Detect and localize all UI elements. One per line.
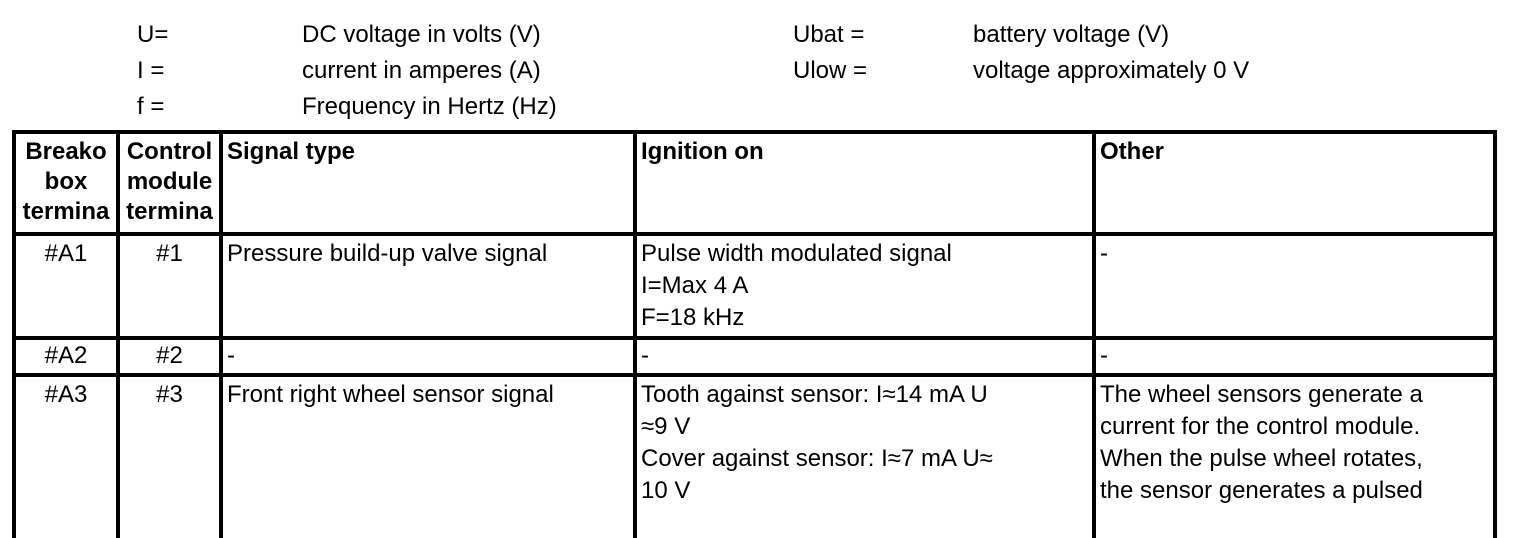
cell-signal-type: Pressure build-up valve signal xyxy=(227,240,548,267)
header-control-module-terminal: Control module termina xyxy=(120,137,219,232)
header-ignition-on: Ignition on xyxy=(641,138,764,165)
legend-meaning-ubat: battery voltage (V) xyxy=(973,21,1170,48)
cell-line: Pulse width modulated signal xyxy=(641,240,952,267)
cell-control-terminal: #2 xyxy=(156,342,183,369)
cell-line: current for the control module. xyxy=(1100,413,1421,440)
column-divider xyxy=(1092,130,1096,538)
table-border-left xyxy=(12,130,16,538)
cell-line: - xyxy=(1100,342,1108,369)
header-text: module xyxy=(126,168,213,195)
cell-other: - xyxy=(1096,238,1493,270)
row-divider xyxy=(12,232,1497,236)
legend-symbol-f: f = xyxy=(137,93,165,120)
cell-line: Cover against sensor: I≈7 mA U≈ xyxy=(641,445,993,472)
terminal-table: Breako box termina Control module termin… xyxy=(12,130,1497,538)
cell-ignition-on: Tooth against sensor: I≈14 mA U ≈9 V Cov… xyxy=(637,379,1092,507)
header-text: termina xyxy=(126,198,213,225)
header-text: termina xyxy=(22,198,110,225)
cell-line: 10 V xyxy=(641,477,691,504)
cell-line: - xyxy=(641,342,649,369)
row-divider xyxy=(12,336,1497,340)
cell-line: the sensor generates a pulsed xyxy=(1100,477,1423,504)
cell-control-terminal: #3 xyxy=(156,381,183,408)
table-border-top xyxy=(12,130,1497,134)
cell-other: - xyxy=(1096,340,1493,372)
cell-breakout-terminal: #A2 xyxy=(44,342,88,369)
cell-ignition-on: - xyxy=(637,340,1092,372)
legend-meaning-f: Frequency in Hertz (Hz) xyxy=(302,93,557,120)
legend-meaning-ulow: voltage approximately 0 V xyxy=(973,57,1250,84)
legend-symbol-i: I = xyxy=(137,57,165,84)
cell-line: - xyxy=(1100,240,1108,267)
cell-breakout-terminal: #A3 xyxy=(44,381,88,408)
cell-line: The wheel sensors generate a xyxy=(1100,381,1423,408)
cell-signal-type: Front right wheel sensor signal xyxy=(227,381,554,408)
header-breakout-box-terminal: Breako box termina xyxy=(16,137,116,232)
legend-meaning-i: current in amperes (A) xyxy=(302,57,541,84)
column-divider xyxy=(219,130,223,538)
legend-meaning-u: DC voltage in volts (V) xyxy=(302,21,541,48)
row-divider xyxy=(12,373,1497,377)
cell-line: I=Max 4 A xyxy=(641,272,749,299)
cell-control-terminal: #1 xyxy=(156,240,183,267)
column-divider xyxy=(633,130,637,538)
column-divider xyxy=(116,130,120,538)
cell-breakout-terminal: #A1 xyxy=(44,240,88,267)
cell-ignition-on: Pulse width modulated signal I=Max 4 A F… xyxy=(637,238,1092,334)
cell-line: Tooth against sensor: I≈14 mA U xyxy=(641,381,988,408)
legend-symbol-ulow: Ulow = xyxy=(793,57,868,84)
header-text: box xyxy=(44,168,88,195)
table-border-right xyxy=(1493,130,1497,538)
header-signal-type: Signal type xyxy=(227,138,356,165)
cell-signal-type: - xyxy=(227,342,235,369)
header-text: Control xyxy=(126,138,213,165)
header-text: Breako xyxy=(25,138,107,165)
legend-symbol-u: U= xyxy=(137,21,169,48)
cell-line: ≈9 V xyxy=(641,413,691,440)
cell-line: F=18 kHz xyxy=(641,304,745,331)
legend-symbol-ubat: Ubat = xyxy=(793,21,865,48)
cell-line: When the pulse wheel rotates, xyxy=(1100,445,1423,472)
header-other: Other xyxy=(1100,138,1165,165)
cell-other: The wheel sensors generate a current for… xyxy=(1096,379,1493,507)
